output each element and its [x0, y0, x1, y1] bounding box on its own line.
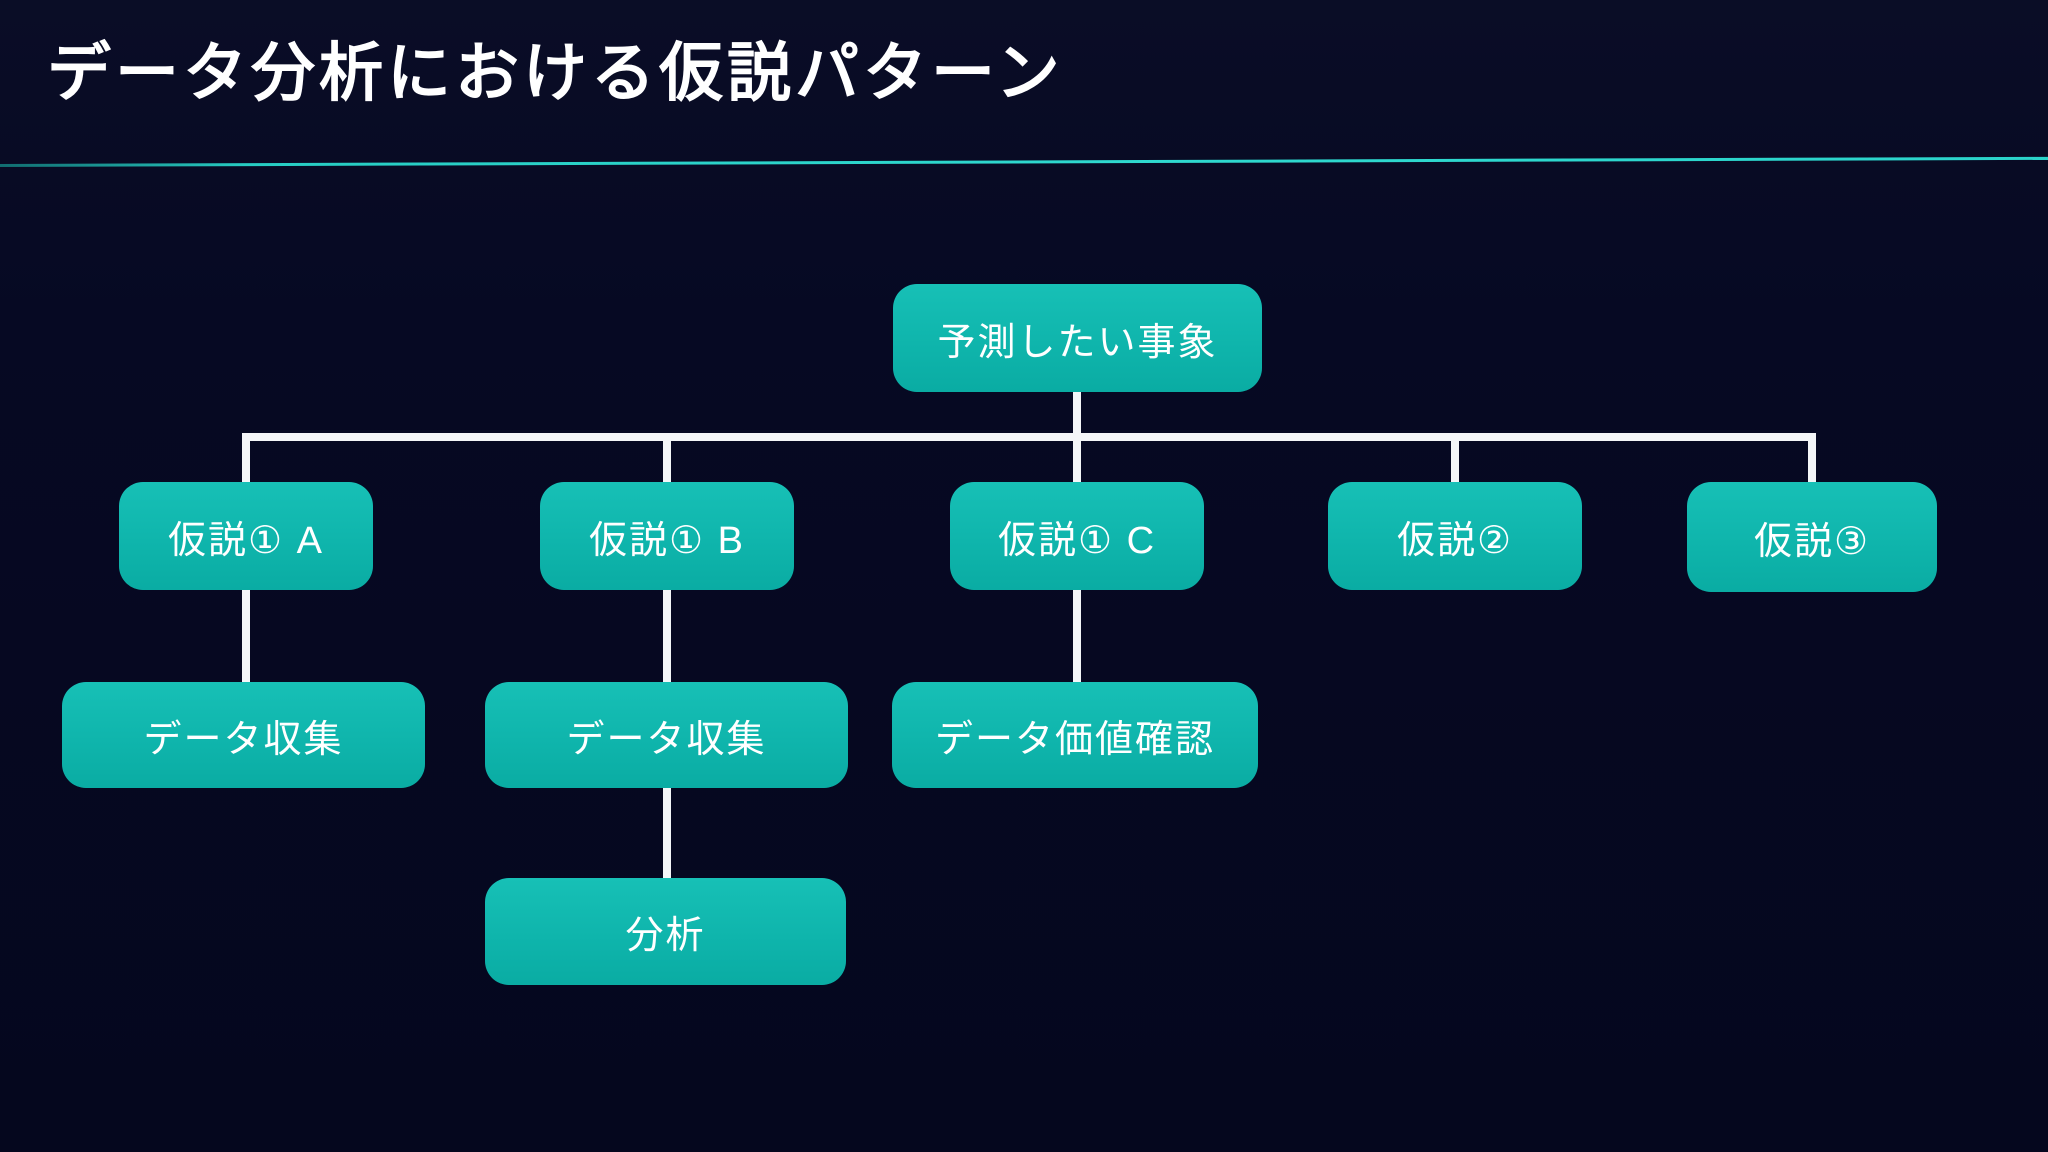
node-analysis: 分析: [485, 878, 846, 985]
connector-bus-to-hypothesis-1a: [242, 441, 250, 482]
page-title: データ分析における仮説パターン: [47, 37, 1064, 109]
node-data-collection-a-label: データ収集: [143, 718, 344, 761]
node-hypothesis-2-label: 仮説②: [1396, 519, 1514, 562]
node-hypothesis-3-label: 仮説③: [1753, 520, 1871, 563]
node-hypothesis-3: 仮説③: [1687, 482, 1937, 592]
node-hypothesis-1a: 仮説① A: [119, 482, 373, 590]
connector-bus-to-hypothesis-1b: [663, 441, 671, 482]
node-data-collection-b: データ収集: [485, 682, 848, 788]
connector-1b-to-data-collection: [663, 590, 671, 682]
node-analysis-label: 分析: [625, 915, 706, 957]
node-hypothesis-1c-label: 仮説① C: [997, 519, 1157, 562]
connector-data-collection-to-analysis: [663, 788, 671, 878]
node-data-value-check-label: データ価値確認: [934, 718, 1215, 761]
connector-bus-horizontal: [242, 433, 1816, 441]
connector-root-to-bus: [1073, 391, 1081, 435]
connector-bus-to-hypothesis-2: [1451, 441, 1459, 482]
connector-bus-to-hypothesis-1c: [1073, 441, 1081, 482]
node-root-event-label: 予測したい事象: [937, 321, 1218, 364]
title-divider-line: [0, 156, 2048, 167]
node-data-collection-a: データ収集: [62, 682, 425, 788]
connector-1c-to-data-value-check: [1073, 590, 1081, 682]
connector-1a-to-data-collection: [242, 590, 250, 682]
node-data-value-check: データ価値確認: [892, 682, 1258, 788]
node-hypothesis-2: 仮説②: [1328, 482, 1582, 590]
node-hypothesis-1a-label: 仮説① A: [168, 519, 324, 562]
node-root-event: 予測したい事象: [893, 284, 1262, 392]
node-hypothesis-1c: 仮説① C: [950, 482, 1204, 590]
node-hypothesis-1b-label: 仮説① B: [589, 519, 745, 562]
node-data-collection-b-label: データ収集: [566, 718, 767, 761]
connector-bus-to-hypothesis-3: [1808, 441, 1816, 483]
node-hypothesis-1b: 仮説① B: [540, 482, 794, 590]
